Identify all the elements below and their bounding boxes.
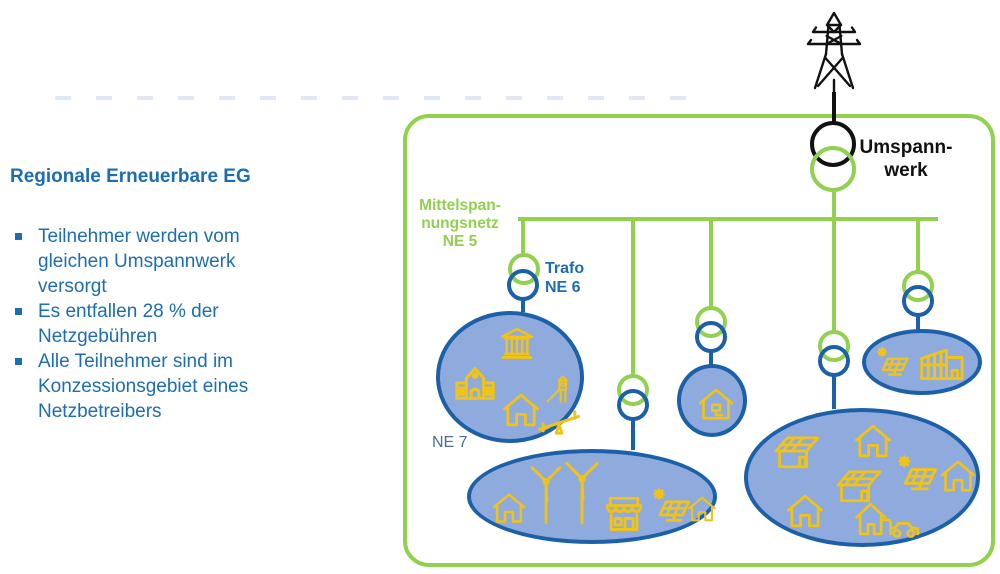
transmission-tower-icon xyxy=(806,11,862,94)
solar-panel-icon xyxy=(877,347,909,376)
trafo-lv-circle xyxy=(902,285,934,317)
mv-drop-line xyxy=(631,219,635,375)
medium-voltage-label: Mittelspan- nungsnetz NE 5 xyxy=(419,197,501,250)
lv-line xyxy=(631,419,635,450)
substation-mv-circle xyxy=(810,146,856,192)
house-icon xyxy=(492,493,526,523)
house-icon xyxy=(940,460,976,492)
mv-drop-line xyxy=(916,219,920,271)
trafo-lv-circle xyxy=(818,345,850,377)
museum-icon xyxy=(500,327,534,361)
hv-line xyxy=(832,92,836,124)
trafo-label: Trafo NE 6 xyxy=(545,260,585,296)
ne7-label: NE 7 xyxy=(432,434,468,451)
cluster-village-mixed xyxy=(467,449,717,544)
bullet-list: Teilnehmer werden vom gleichen Umspannwe… xyxy=(10,224,295,424)
cluster-residential-area xyxy=(744,408,980,547)
mv-feeder-line xyxy=(832,190,836,219)
house-icon xyxy=(854,424,892,458)
house-ev-icon xyxy=(854,502,920,539)
house-icon xyxy=(786,494,824,528)
mv-bus-line xyxy=(518,217,938,221)
trafo-lv-circle xyxy=(507,269,539,301)
mv-drop-line xyxy=(521,219,525,255)
left-panel: Regionale Erneuerbare EG Teilnehmer werd… xyxy=(10,166,310,424)
trafo-lv-circle xyxy=(617,389,649,421)
mv-drop-line xyxy=(832,219,836,331)
bullet-item: Alle Teilnehmer sind im Konzessionsgebie… xyxy=(10,349,295,424)
redacted-title-remnant xyxy=(55,96,707,100)
mv-drop-line xyxy=(709,219,713,307)
commercial-building-icon xyxy=(920,348,964,381)
lv-line xyxy=(916,315,920,331)
house-icon xyxy=(688,496,716,522)
cluster-public-buildings xyxy=(436,311,584,443)
cluster-commercial xyxy=(862,329,982,395)
lv-line xyxy=(832,375,836,409)
wind-turbine-icon xyxy=(565,462,599,525)
shop-icon xyxy=(605,496,643,532)
substation-label: Umspann- werk xyxy=(859,137,953,181)
bullet-item: Teilnehmer werden vom gleichen Umspannwe… xyxy=(10,224,295,299)
solar-house-icon xyxy=(774,436,820,469)
seesaw-icon xyxy=(537,410,581,435)
lv-line xyxy=(521,299,525,312)
page-title: Regionale Erneuerbare EG xyxy=(10,166,251,187)
lv-line xyxy=(709,351,713,366)
school-icon xyxy=(454,366,496,401)
cluster-single-house xyxy=(677,364,747,437)
trafo-lv-circle xyxy=(695,321,727,353)
smart-house-icon xyxy=(698,388,734,420)
region-boundary xyxy=(403,114,995,567)
bullet-item: Es entfallen 28 % der Netzgebühren xyxy=(10,299,295,349)
playground-slide-icon xyxy=(546,375,568,403)
